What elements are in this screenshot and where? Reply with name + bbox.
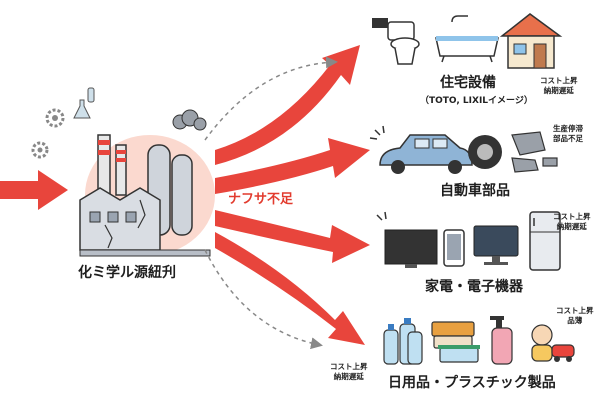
warning-spark-icon xyxy=(369,125,385,140)
impact-note-line: 生産停滞 xyxy=(553,124,583,133)
food-containers-icon xyxy=(431,321,480,363)
bottles-icon xyxy=(383,318,423,365)
refrigerator-icon xyxy=(529,211,561,271)
tire-icon xyxy=(468,135,502,169)
gear-icon xyxy=(45,108,65,128)
toy-car-icon xyxy=(551,344,575,362)
tube-icon xyxy=(87,87,95,103)
bathtub-icon xyxy=(435,15,499,63)
pump-bottle-icon xyxy=(490,316,513,365)
red-arrow-plastics xyxy=(215,232,365,345)
baby-icon xyxy=(531,324,553,362)
impact-note-line: コスト上昇 xyxy=(556,306,594,315)
category-title-plastics: 日用品・プラスチック製品 xyxy=(388,375,556,391)
impact-note-housing: コスト上昇 納期遅延 xyxy=(540,76,578,96)
house-icon xyxy=(499,13,563,69)
category-title-housing: 住宅設備 xyxy=(440,75,496,91)
impact-note-electronics: コスト上昇 納期遅延 xyxy=(553,212,591,232)
chemical-factory-illustration xyxy=(79,109,215,257)
impact-note-line: コスト上昇 xyxy=(540,76,578,85)
monitor-icon xyxy=(473,225,519,265)
red-arrow-electronics xyxy=(215,210,370,263)
dashed-arrow-top xyxy=(204,56,338,141)
car-icon xyxy=(379,134,473,174)
impact-note-line: 納期遅延 xyxy=(333,372,364,381)
red-arrow-auto xyxy=(215,138,370,194)
dashed-arrow-bottom xyxy=(204,249,323,350)
impact-note-line: 品薄 xyxy=(567,316,583,325)
source-label: 化ミ学ル源紐刋 xyxy=(78,265,176,281)
impact-note-line: 納期遅延 xyxy=(556,222,587,231)
input-arrow xyxy=(0,170,68,210)
warning-spark-icon xyxy=(376,211,387,221)
flask-icon xyxy=(73,99,91,119)
impact-note-plastics: コスト上昇 品薄 xyxy=(556,306,594,326)
gear-icon xyxy=(31,141,49,159)
shortage-label: ナフサ不足 xyxy=(228,192,294,207)
impact-note-auto: 生産停滞 部品不足 xyxy=(553,124,583,144)
category-title-auto: 自動車部品 xyxy=(440,183,510,199)
impact-note-line: 部品不足 xyxy=(553,134,583,143)
category-subtitle-housing: （TOTO, LIXILイメージ） xyxy=(420,96,533,106)
red-arrow-housing xyxy=(215,45,360,165)
impact-note-bottom: コスト上昇 納期遅延 xyxy=(330,362,368,382)
toilet-icon xyxy=(372,18,420,65)
impact-note-line: コスト上昇 xyxy=(553,212,591,221)
auto-parts-icon xyxy=(511,131,558,173)
smartphone-icon xyxy=(443,229,465,267)
category-title-electronics: 家電・電子機器 xyxy=(425,279,523,295)
impact-note-line: コスト上昇 xyxy=(330,362,368,371)
tv-icon xyxy=(384,229,438,268)
impact-note-line: 納期遅延 xyxy=(543,86,574,95)
